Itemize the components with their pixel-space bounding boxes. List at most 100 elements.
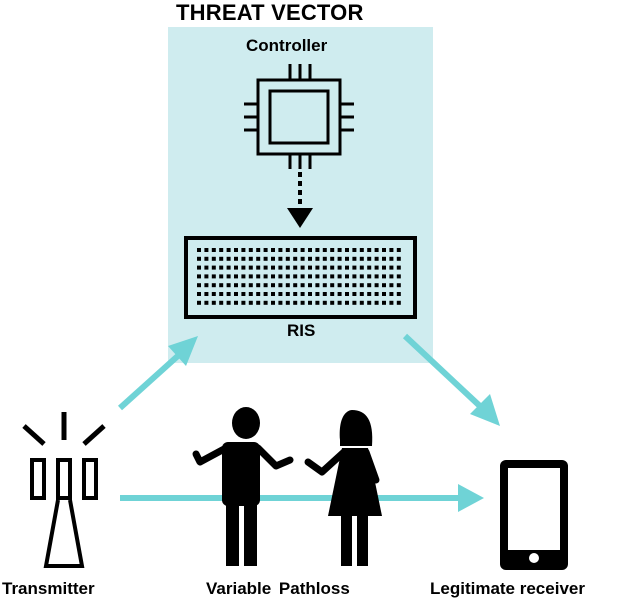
- ris-element: [308, 265, 312, 270]
- ris-element: [278, 292, 283, 296]
- ris-element: [256, 292, 261, 296]
- ris-element: [396, 274, 401, 279]
- ris-element: [204, 265, 209, 270]
- ris-element: [389, 274, 394, 279]
- ris-element: [241, 300, 246, 305]
- ris-element: [337, 265, 342, 270]
- man-icon: [192, 407, 294, 566]
- legitimate-receiver-label: Legitimate receiver: [430, 579, 585, 598]
- ris-element: [315, 274, 320, 279]
- ris-element: [315, 265, 320, 270]
- ris-element: [374, 248, 379, 252]
- ris-element: [285, 300, 290, 305]
- ris-element: [337, 256, 342, 261]
- ris-element: [396, 292, 401, 296]
- ris-element: [278, 283, 283, 288]
- ris-element: [234, 300, 238, 305]
- ris-element: [382, 256, 386, 261]
- ris-element: [308, 292, 312, 296]
- transmitter-tower-icon: [22, 412, 106, 568]
- ris-element: [293, 292, 298, 296]
- ris-element: [234, 265, 238, 270]
- ris-element: [219, 283, 224, 288]
- ris-element: [374, 256, 379, 261]
- ris-element: [204, 300, 209, 305]
- ris-element: [211, 248, 216, 252]
- ris-element: [219, 265, 224, 270]
- ris-element: [396, 283, 401, 288]
- ris-element: [226, 283, 231, 288]
- ris-element: [300, 265, 305, 270]
- ris-element: [271, 265, 275, 270]
- ris-element: [226, 300, 231, 305]
- ris-element: [337, 300, 342, 305]
- ris-element: [337, 283, 342, 288]
- ris-element: [256, 256, 261, 261]
- ris-element: [211, 283, 216, 288]
- ris-element: [263, 248, 268, 252]
- ris-element: [322, 300, 327, 305]
- ris-element: [285, 265, 290, 270]
- ris-element: [241, 256, 246, 261]
- ris-element: [322, 256, 327, 261]
- variable-pathloss-label: Variable Pathloss: [206, 579, 350, 598]
- ris-element: [337, 292, 342, 296]
- ris-element: [204, 283, 209, 288]
- ris-element: [330, 300, 335, 305]
- ris-element: [293, 256, 298, 261]
- ris-label: RIS: [287, 321, 316, 340]
- ris-element: [263, 274, 268, 279]
- ris-element: [382, 265, 386, 270]
- ris-element: [241, 248, 246, 252]
- ris-element: [382, 292, 386, 296]
- ris-element: [219, 256, 224, 261]
- ris-element: [248, 248, 253, 252]
- ris-element: [226, 274, 231, 279]
- ris-element: [396, 265, 401, 270]
- ris-element: [256, 283, 261, 288]
- tx-to-rx-direct-arrowhead: [458, 484, 484, 512]
- ris-element: [367, 274, 372, 279]
- ris-element: [234, 283, 238, 288]
- ris-element: [345, 300, 349, 305]
- ris-element: [197, 248, 201, 252]
- threat-vector-title: THREAT VECTOR: [176, 0, 364, 25]
- ris-element: [226, 248, 231, 252]
- ris-element: [345, 283, 349, 288]
- ris-element: [234, 248, 238, 252]
- ris-element: [374, 265, 379, 270]
- ris-element: [352, 256, 357, 261]
- ris-element: [263, 283, 268, 288]
- ris-element: [330, 274, 335, 279]
- ris-element: [300, 283, 305, 288]
- ris-element: [293, 265, 298, 270]
- signal-arrows: [117, 333, 500, 512]
- ris-element: [337, 274, 342, 279]
- ris-element: [300, 292, 305, 296]
- ris-element: [204, 256, 209, 261]
- ris-element: [308, 300, 312, 305]
- ris-element: [315, 300, 320, 305]
- ris-element: [308, 256, 312, 261]
- ris-element: [322, 292, 327, 296]
- ris-element: [359, 300, 364, 305]
- ris-element: [293, 283, 298, 288]
- ris-element: [211, 300, 216, 305]
- tx-to-ris-arrowhead: [168, 336, 198, 366]
- ris-element: [226, 265, 231, 270]
- ris-element: [322, 248, 327, 252]
- ris-element: [345, 265, 349, 270]
- ris-element: [219, 248, 224, 252]
- ris-element: [197, 283, 201, 288]
- ris-element: [330, 292, 335, 296]
- ris-element: [352, 248, 357, 252]
- ris-element: [211, 256, 216, 261]
- controller-label: Controller: [246, 36, 328, 55]
- ris-element: [204, 292, 209, 296]
- ris-element: [315, 256, 320, 261]
- ris-element: [211, 265, 216, 270]
- ris-element: [271, 248, 275, 252]
- ris-element: [374, 300, 379, 305]
- ris-element: [211, 274, 216, 279]
- ris-element: [278, 265, 283, 270]
